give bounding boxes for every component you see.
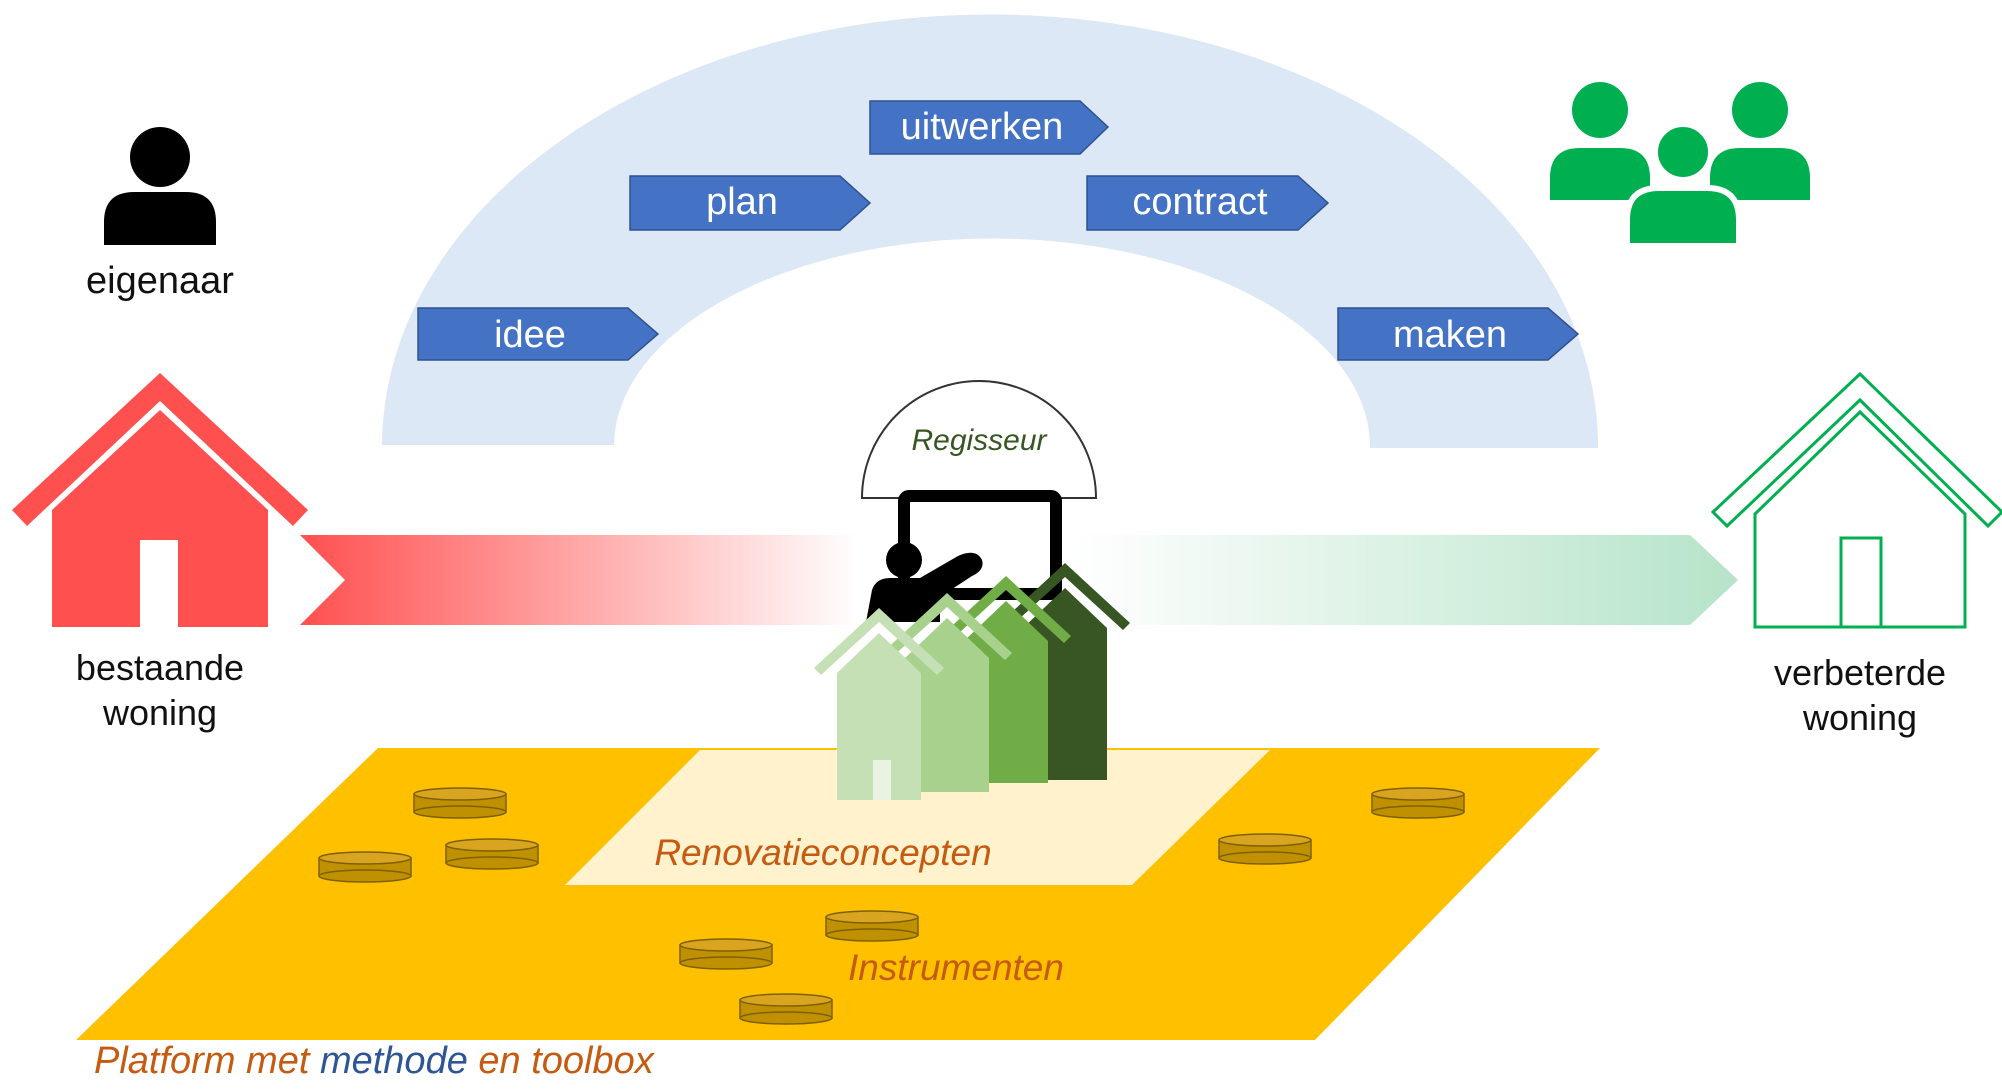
green-progress-arrow <box>1070 535 1738 625</box>
improved-home-label: verbeterde woning <box>1773 652 1947 738</box>
coin-icon <box>318 851 412 883</box>
coin-icon <box>679 938 773 970</box>
existing-home-label: bestaande woning <box>75 647 245 733</box>
step-contract: contract <box>1086 175 1330 231</box>
coin-icon <box>739 993 833 1025</box>
step-uitwerken: uitwerken <box>869 100 1110 155</box>
director-label: Regisseur <box>911 424 1047 457</box>
coins <box>318 787 1465 1025</box>
house-icon <box>12 373 308 627</box>
process-steps: idee plan uitwerken contract maken <box>417 100 1580 361</box>
step-plan: plan <box>629 175 872 231</box>
coin-icon <box>445 838 539 870</box>
step-maken: maken <box>1337 307 1580 361</box>
renovation-zone <box>565 750 1270 885</box>
presenter-board-icon <box>866 490 1062 622</box>
step-contract-label: contract <box>1132 181 1268 223</box>
platform-caption-method: methode <box>319 1040 468 1082</box>
renovation-concepts-label: Renovatieconcepten <box>654 832 991 873</box>
step-uitwerken-label: uitwerken <box>901 106 1064 148</box>
coin-icon <box>825 910 919 942</box>
people-group-icon <box>1550 82 1810 249</box>
step-idee-label: idee <box>494 314 566 356</box>
step-maken-label: maken <box>1393 314 1507 356</box>
step-plan-label: plan <box>706 181 778 223</box>
platform <box>76 748 1600 1040</box>
coin-icon <box>1218 833 1312 865</box>
person-icon <box>104 127 216 245</box>
platform-caption-part1: Platform met <box>94 1040 320 1082</box>
house-outline-icon <box>1710 371 2002 629</box>
platform-caption-part3: en toolbox <box>467 1040 654 1082</box>
platform-caption: Platform met methode en toolbox <box>94 1040 654 1083</box>
director-dome <box>860 380 1098 499</box>
instruments-label: Instrumenten <box>848 947 1064 988</box>
house-row-icon <box>814 563 1130 800</box>
coin-icon <box>1371 787 1465 819</box>
process-arch <box>382 14 1599 449</box>
owner-label: eigenaar <box>86 260 234 302</box>
red-progress-arrow <box>300 535 860 625</box>
step-idee: idee <box>417 307 660 361</box>
coin-icon <box>413 787 507 819</box>
